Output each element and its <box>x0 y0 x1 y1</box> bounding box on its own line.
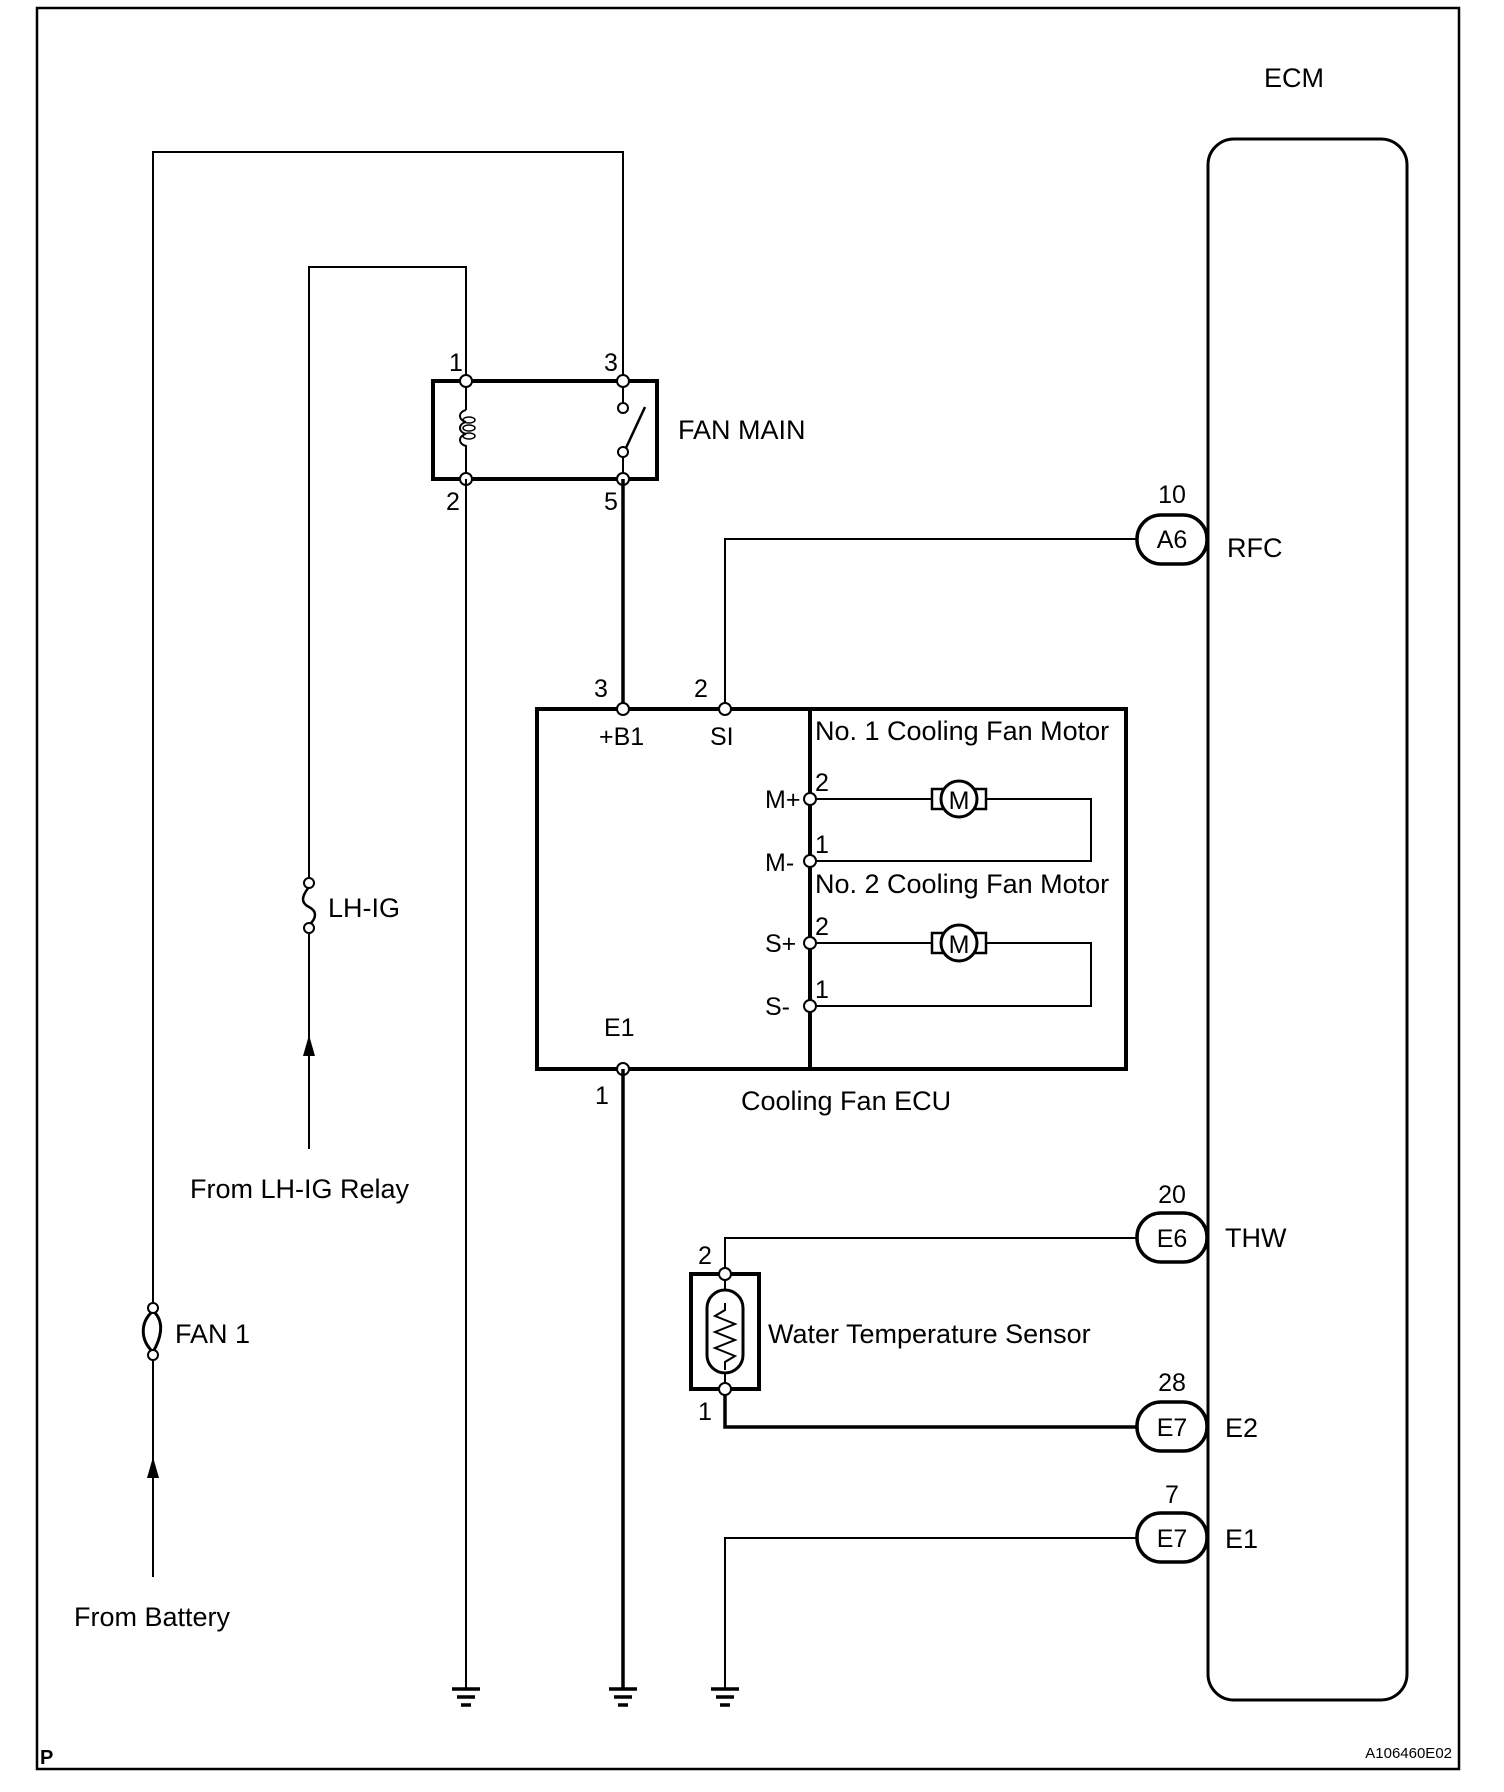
water-temp-sensor-icon <box>689 1267 761 1396</box>
motor1-minus-label: M- <box>765 849 794 877</box>
motor1-plus-label: M+ <box>765 786 800 814</box>
ecu-b1-terminal <box>616 702 630 716</box>
corner-mark: P <box>40 1747 53 1769</box>
ecu-e1-pin: 1 <box>595 1082 609 1110</box>
e2-wire <box>723 1389 1137 1429</box>
connector-e6 <box>1135 1211 1209 1264</box>
lh-ig-wire <box>308 266 467 1149</box>
ecu-b1-label: +B1 <box>599 723 644 751</box>
connector-e7-e1 <box>1135 1511 1209 1564</box>
connector-e7-e2-label: E7 <box>1157 1414 1188 1442</box>
motor1-plus-pin: 2 <box>815 769 829 797</box>
water-temp-sensor-label: Water Temperature Sensor <box>768 1319 1091 1349</box>
connector-a6-label: A6 <box>1157 526 1188 554</box>
connector-a6 <box>1135 513 1209 566</box>
motor1-minus-pin: 1 <box>815 831 829 859</box>
ecm-pin-20: 20 <box>1158 1181 1186 1209</box>
from-lh-ig-relay-label: From LH-IG Relay <box>190 1174 410 1204</box>
thw-wire <box>724 1237 1137 1274</box>
ecu-si-pin: 2 <box>694 675 708 703</box>
fan1-fuse-label: FAN 1 <box>175 1319 250 1349</box>
ecu-si-terminal <box>718 702 732 716</box>
lh-ig-fuse-label: LH-IG <box>328 893 400 923</box>
battery-arrow-icon <box>147 1457 159 1478</box>
from-battery-label: From Battery <box>74 1602 231 1632</box>
ground-icon <box>609 1687 637 1707</box>
relay-pin-2: 2 <box>446 488 460 516</box>
motor1-label: No. 1 Cooling Fan Motor <box>815 716 1109 746</box>
lh-ig-fuse-icon <box>301 877 317 934</box>
connector-e7-e2 <box>1135 1400 1209 1453</box>
sensor-pin-2: 2 <box>698 1242 712 1270</box>
ecu-e1-label: E1 <box>604 1014 635 1042</box>
motor2-icon: M <box>930 923 988 963</box>
motor2-label: No. 2 Cooling Fan Motor <box>815 869 1109 899</box>
fan1-fuse-icon <box>141 1302 163 1361</box>
ecu-b1-pin: 3 <box>594 675 608 703</box>
ecm-thw-label: THW <box>1225 1223 1287 1253</box>
ecm-e2-label: E2 <box>1225 1413 1258 1443</box>
e1-ground-wire <box>724 1537 1137 1689</box>
ground-icon <box>711 1687 739 1707</box>
cooling-fan-ecu-box <box>535 707 1128 1071</box>
si-rfc-wire <box>724 538 1137 709</box>
motor2-minus-label: S- <box>765 993 790 1021</box>
motor2-minus-terminal <box>803 999 817 1013</box>
lh-ig-arrow-icon <box>303 1035 315 1056</box>
ecm-pin-7: 7 <box>1165 1481 1179 1509</box>
motor1-plus-terminal <box>803 792 817 806</box>
sensor-pin-1: 1 <box>698 1398 712 1426</box>
motor1-loop <box>810 798 1092 862</box>
motor2-plus-terminal <box>803 936 817 950</box>
fan-main-label: FAN MAIN <box>678 415 806 445</box>
connector-e6-label: E6 <box>1157 1225 1188 1253</box>
motor2-plus-label: S+ <box>765 930 796 958</box>
ecm-rfc-label: RFC <box>1227 533 1283 563</box>
battery-wire <box>152 151 624 1577</box>
ecm-label: ECM <box>1264 63 1324 93</box>
svg-text:M: M <box>949 787 970 815</box>
ecm-pin-10: 10 <box>1158 481 1186 509</box>
cooling-fan-ecu-label: Cooling Fan ECU <box>741 1086 951 1116</box>
motor1-minus-terminal <box>803 854 817 868</box>
ecm-pin-28: 28 <box>1158 1369 1186 1397</box>
connector-e7-e1-label: E7 <box>1157 1525 1188 1553</box>
motor2-minus-pin: 1 <box>815 976 829 1004</box>
ecm-e1-label: E1 <box>1225 1524 1258 1554</box>
figure-id: A106460E02 <box>1365 1745 1452 1762</box>
svg-text:M: M <box>949 931 970 959</box>
motor2-loop <box>810 942 1092 1007</box>
ecm-box <box>1206 137 1409 1702</box>
relay-pin-5: 5 <box>604 488 618 516</box>
ecu-si-label: SI <box>710 723 734 751</box>
relay-pin-1: 1 <box>449 349 463 377</box>
motor2-plus-pin: 2 <box>815 913 829 941</box>
ground-icon <box>452 1687 480 1707</box>
motor1-icon: M <box>930 779 988 819</box>
fan-main-relay <box>431 374 659 486</box>
relay-pin-3: 3 <box>604 349 618 377</box>
diagram-frame <box>35 6 1461 1771</box>
